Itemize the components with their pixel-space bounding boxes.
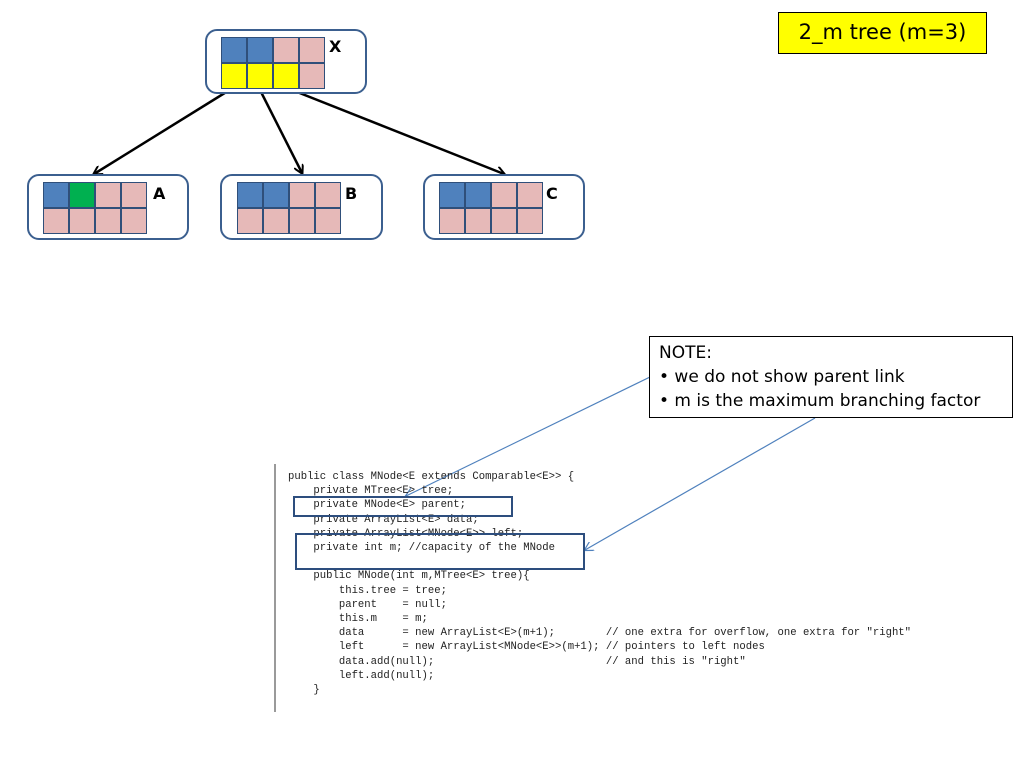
cell-pink — [96, 209, 120, 233]
code-line: left.add(null); — [288, 669, 435, 682]
cell-pink — [492, 183, 516, 207]
cell-pink — [122, 209, 146, 233]
diagram-title: 2_m tree (m=3) — [778, 12, 987, 54]
cell-blue — [222, 38, 246, 62]
cell-pink — [440, 209, 464, 233]
code-line: this.tree = tree; — [288, 584, 447, 597]
note-item: • we do not show parent link — [659, 367, 905, 387]
cell-pink — [316, 209, 340, 233]
code-line: this.m = m; — [288, 613, 428, 626]
code-line: private MTree<E> tree; — [288, 485, 454, 498]
node-c-label: C — [546, 184, 558, 203]
note-heading: NOTE: — [659, 343, 712, 363]
cell-blue — [44, 183, 68, 207]
node-c-cells — [439, 182, 543, 234]
node-c: C — [423, 174, 585, 240]
code-panel: public class MNode<E extends Comparable<… — [274, 464, 994, 712]
cell-pink — [466, 209, 490, 233]
cell-blue — [264, 183, 288, 207]
note-item: • m is the maximum branching factor — [659, 391, 981, 411]
cell-pink — [122, 183, 146, 207]
node-a-label: A — [153, 184, 166, 203]
code-line: public MNode(int m,MTree<E> tree){ — [288, 570, 530, 583]
cell-blue — [238, 183, 262, 207]
cell-pink — [316, 183, 340, 207]
cell-pink — [44, 209, 68, 233]
code-line: public class MNode<E extends Comparable<… — [288, 471, 575, 483]
cell-green — [70, 183, 94, 207]
code-line: } — [288, 684, 320, 697]
cell-pink — [96, 183, 120, 207]
highlight-parent-field — [293, 496, 513, 517]
node-x: X — [205, 29, 367, 94]
node-x-cells — [221, 37, 325, 89]
cell-pink — [264, 209, 288, 233]
code-line: parent = null; — [288, 598, 447, 611]
code-line: data.add(null); // and this is "right" — [288, 655, 746, 668]
code-line: data = new ArrayList<E>(m+1); // one ext… — [288, 627, 912, 640]
cell-pink — [492, 209, 516, 233]
node-b-label: B — [345, 184, 358, 203]
cell-pink — [274, 38, 298, 62]
edge-x-to-a — [94, 84, 237, 174]
cell-pink — [238, 209, 262, 233]
cell-pink — [290, 209, 314, 233]
node-a-cells — [43, 182, 147, 234]
code-line: private int m; //capacity of the MNode — [288, 542, 556, 555]
edge-x-to-c — [281, 84, 504, 174]
code-line: private MNode<E> parent; — [288, 499, 467, 512]
edge-x-to-b — [256, 85, 302, 173]
cell-pink — [300, 64, 324, 88]
node-x-label: X — [329, 37, 342, 56]
note-box: NOTE: • we do not show parent link • m i… — [649, 336, 1013, 418]
cell-pink — [518, 183, 542, 207]
cell-blue — [248, 38, 272, 62]
cell-pink — [518, 209, 542, 233]
highlight-m-field — [295, 533, 585, 570]
node-a: A — [27, 174, 189, 240]
code-line: left = new ArrayList<MNode<E>>(m+1); // … — [288, 641, 765, 654]
cell-pink — [300, 38, 324, 62]
cell-blue — [440, 183, 464, 207]
cell-blue — [466, 183, 490, 207]
cell-pink — [290, 183, 314, 207]
node-b: B — [220, 174, 383, 240]
cell-yellow — [222, 64, 246, 88]
node-b-cells — [237, 182, 341, 234]
cell-pink — [70, 209, 94, 233]
code-listing: public class MNode<E extends Comparable<… — [288, 470, 911, 697]
cell-yellow — [248, 64, 272, 88]
cell-yellow — [274, 64, 298, 88]
